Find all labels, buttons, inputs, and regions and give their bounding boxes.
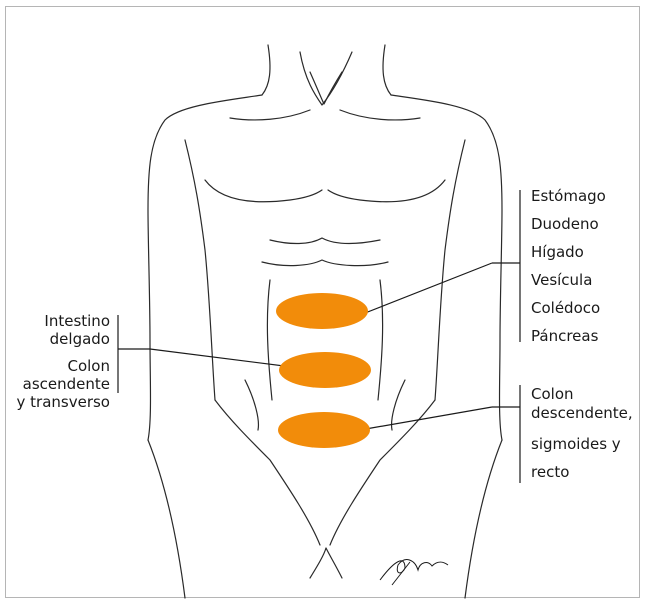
label-colon-right: Colon	[531, 384, 574, 404]
label-coledoco: Colédoco	[531, 298, 600, 318]
leader-line-left	[150, 349, 300, 368]
label-ascendente: ascendente	[4, 374, 110, 394]
label-recto: recto	[531, 462, 569, 482]
label-colon-left: Colon	[4, 356, 110, 376]
lower-region-marker	[278, 412, 370, 448]
label-vesicula: Vesícula	[531, 270, 592, 290]
label-estomago: Estómago	[531, 186, 606, 206]
label-higado: Hígado	[531, 242, 584, 262]
label-pancreas: Páncreas	[531, 326, 598, 346]
middle-region-marker	[279, 352, 371, 388]
label-duodeno: Duodeno	[531, 214, 599, 234]
label-intestino: Intestino	[4, 311, 110, 331]
label-y-transverso: y transverso	[0, 392, 110, 412]
label-descendente: descendente,	[531, 403, 633, 423]
leader-line-upper-right	[360, 263, 492, 315]
upper-region-marker	[276, 293, 368, 329]
label-delgado: delgado	[4, 329, 110, 349]
artist-signature	[380, 560, 448, 585]
label-sigmoides: sigmoides y	[531, 434, 621, 454]
